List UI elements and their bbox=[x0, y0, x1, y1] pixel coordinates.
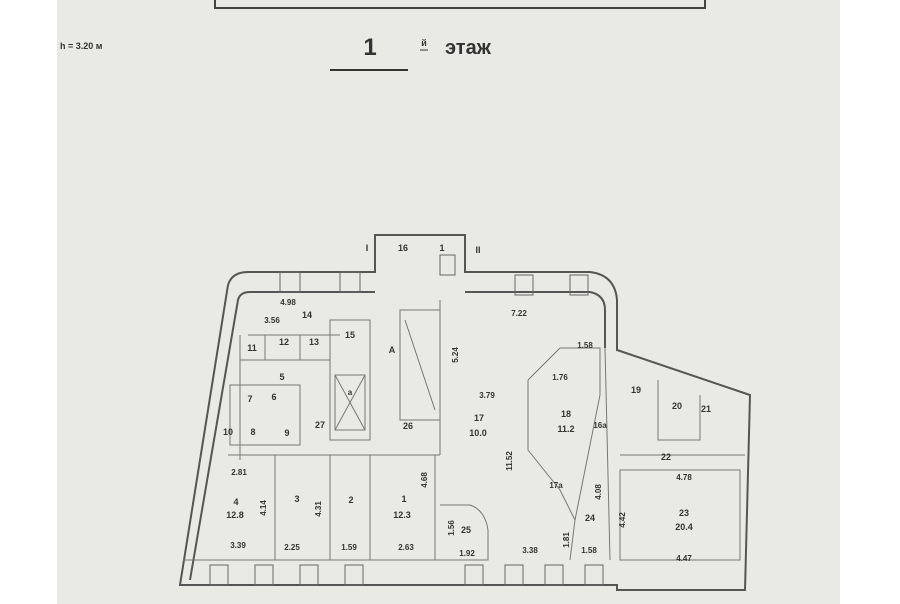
dimension: 5.24 bbox=[451, 347, 460, 363]
room-area: 10.0 bbox=[469, 428, 487, 438]
dimension: 1.81 bbox=[562, 532, 571, 548]
room-label: а bbox=[348, 388, 353, 397]
room-label: 18 bbox=[561, 409, 571, 419]
room-label: 10 bbox=[223, 427, 233, 437]
room-label: 1.76 bbox=[552, 373, 568, 382]
room-label: 1 bbox=[439, 243, 444, 253]
dimension: 3.38 bbox=[522, 546, 538, 555]
dimension-labels: 4.98 3.56 5.24 7.22 1.58 3.79 11.52 4.78… bbox=[230, 298, 692, 563]
dimension: 2.81 bbox=[231, 468, 247, 477]
room-label: 27 bbox=[315, 420, 325, 430]
dimension: 11.52 bbox=[505, 451, 514, 471]
room-label: 13 bbox=[309, 337, 319, 347]
room-label: 4 bbox=[233, 497, 238, 507]
dimension: 4.08 bbox=[594, 484, 603, 500]
room-label: 5 bbox=[279, 372, 284, 382]
dimension: 1.56 bbox=[447, 520, 456, 536]
dimension: 7.22 bbox=[511, 309, 527, 318]
room-label: II bbox=[475, 245, 480, 255]
floor-number: 1 bbox=[363, 34, 376, 61]
dimension: 3.39 bbox=[230, 541, 246, 550]
dimension: 3.79 bbox=[479, 391, 495, 400]
room-label: 3 bbox=[294, 494, 299, 504]
room-label: 22 bbox=[661, 452, 671, 462]
room-label: 14 bbox=[302, 310, 312, 320]
ceiling-height: h = 3.20 м bbox=[60, 41, 103, 51]
room-label: 7 bbox=[247, 394, 252, 404]
room-label: A bbox=[389, 345, 396, 355]
room-label: 26 bbox=[403, 421, 413, 431]
dimension: 3.56 bbox=[264, 316, 280, 325]
dimension: 1.59 bbox=[341, 543, 357, 552]
room-area: 20.4 bbox=[675, 522, 693, 532]
dimension: 4.42 bbox=[618, 512, 627, 528]
dimension: 2.25 bbox=[284, 543, 300, 552]
floor-word: этаж bbox=[445, 37, 492, 59]
dimension: 2.63 bbox=[398, 543, 414, 552]
room-label: 23 bbox=[679, 508, 689, 518]
room-label: 15 bbox=[345, 330, 355, 340]
room-label: 16 bbox=[398, 243, 408, 253]
room-label: 9 bbox=[284, 428, 289, 438]
walls bbox=[178, 234, 752, 591]
room-area: 12.3 bbox=[393, 510, 411, 520]
dimension: 1.58 bbox=[581, 546, 597, 555]
dimension: 1.92 bbox=[459, 549, 475, 558]
room-label: 6 bbox=[271, 392, 276, 402]
room-label: 12 bbox=[279, 337, 289, 347]
floor-suffix: й bbox=[421, 38, 427, 48]
room-label: 24 bbox=[585, 513, 595, 523]
room-label: 16а bbox=[593, 421, 607, 430]
room-label: 17 bbox=[474, 413, 484, 423]
room-label: 21 bbox=[701, 404, 711, 414]
dimension: 1.58 bbox=[577, 341, 593, 350]
room-label: 1 bbox=[401, 494, 406, 504]
dimension: 4.78 bbox=[676, 473, 692, 482]
room-label: 20 bbox=[672, 401, 682, 411]
room-label: 25 bbox=[461, 525, 471, 535]
room-label: 17а bbox=[549, 481, 563, 490]
room-label: 11 bbox=[247, 343, 257, 353]
dimension: 4.68 bbox=[420, 472, 429, 488]
room-label: 19 bbox=[631, 385, 641, 395]
dimension: 4.31 bbox=[314, 501, 323, 517]
room-area: 12.8 bbox=[226, 510, 244, 520]
room-labels: I 16 1 II 14 11 12 13 15 A 5 6 7 8 9 10 … bbox=[223, 243, 711, 535]
room-label: I bbox=[366, 243, 369, 253]
dimension: 4.98 bbox=[280, 298, 296, 307]
dimension: 4.47 bbox=[676, 554, 692, 563]
window-marks bbox=[209, 254, 604, 586]
room-label: 8 bbox=[250, 427, 255, 437]
title-frame bbox=[214, 0, 706, 9]
scanned-sheet bbox=[57, 0, 840, 604]
room-area: 11.2 bbox=[557, 424, 574, 434]
room-label: 2 bbox=[348, 495, 353, 505]
dimension: 4.14 bbox=[259, 500, 268, 516]
